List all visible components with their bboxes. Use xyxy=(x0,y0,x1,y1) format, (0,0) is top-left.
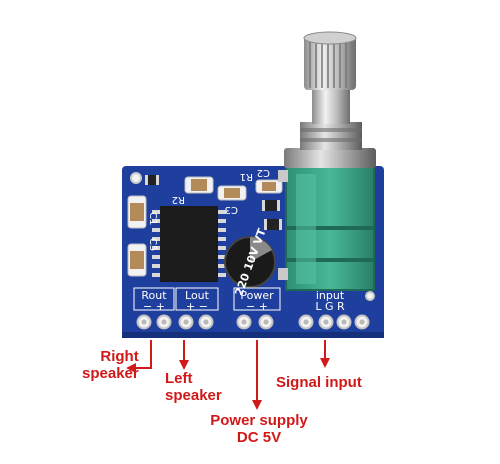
arrowhead-signal-input xyxy=(320,358,330,368)
callout-right-speaker: Right speaker xyxy=(82,348,139,382)
mounting-hole xyxy=(130,172,142,184)
label-lout-pins: + − xyxy=(186,300,208,313)
label-c3: C3 xyxy=(225,204,238,215)
pcb-edge xyxy=(122,332,384,338)
potentiometer xyxy=(278,165,375,291)
arrow-right-speaker xyxy=(133,340,152,369)
amplifier-ic-chip xyxy=(152,206,226,282)
smd-capacitor-c2 xyxy=(255,179,283,194)
smd-resistor-r1 xyxy=(262,200,280,211)
potentiometer-shaft xyxy=(303,31,357,124)
callout-power-supply: Power supply DC 5V xyxy=(210,412,308,446)
potentiometer-nut xyxy=(284,122,376,168)
label-lout: Lout xyxy=(185,289,210,302)
label-input: input xyxy=(316,289,345,302)
callout-signal-input: Signal input xyxy=(276,374,362,391)
smd-capacitor-c5 xyxy=(127,243,147,277)
label-c5: C5 xyxy=(147,238,158,251)
smd-capacitor-c1 xyxy=(127,195,147,229)
arrowhead-left-speaker xyxy=(179,360,189,370)
arrowhead-right-speaker xyxy=(126,363,136,373)
callout-arrows xyxy=(133,340,326,402)
power-label-box xyxy=(233,287,281,311)
lout-label-box xyxy=(175,287,219,311)
rout-label-box xyxy=(133,287,175,311)
label-rout: Rout xyxy=(141,289,167,302)
label-r1: R1 xyxy=(240,171,253,182)
label-c1: C1 xyxy=(147,212,158,225)
label-c2: C2 xyxy=(257,167,270,178)
label-power: Power xyxy=(240,289,274,302)
smd-capacitor-top xyxy=(184,176,214,194)
smd-resistor-right xyxy=(264,219,282,230)
label-input-pins: L G R xyxy=(315,300,345,313)
smd-capacitor-c3 xyxy=(217,185,247,201)
smd-resistor-top-left xyxy=(145,175,159,185)
mounting-hole xyxy=(365,291,375,301)
arrowhead-power-supply xyxy=(252,400,262,410)
solder-pads xyxy=(136,314,370,330)
label-power-pins: − + xyxy=(246,300,268,313)
label-rout-pins: − + xyxy=(143,300,165,313)
label-r2: R2 xyxy=(172,194,185,205)
callout-left-speaker: Left speaker xyxy=(165,370,222,404)
